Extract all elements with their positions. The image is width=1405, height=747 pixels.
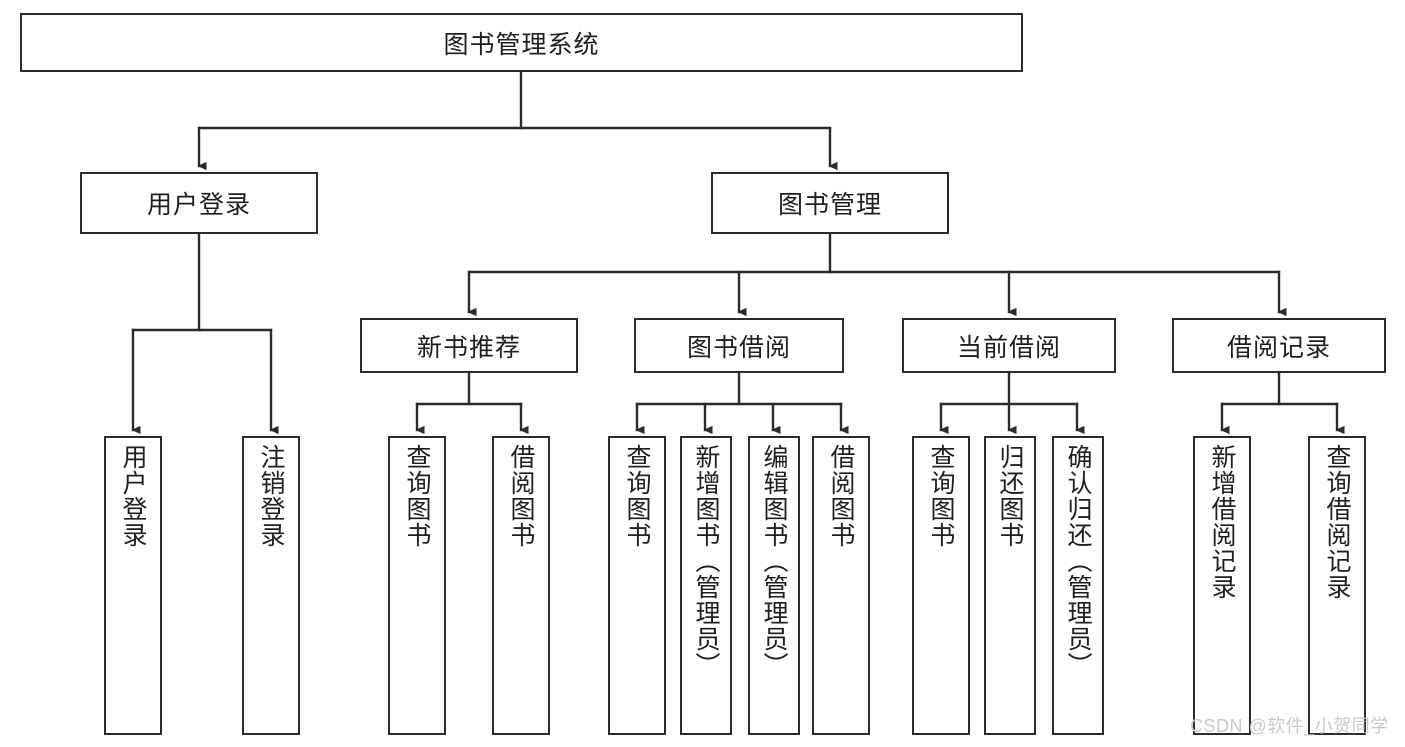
leaf-query-book-borrow-label: 查询图书 [623, 444, 651, 548]
leaf-borrow-book-borrow[interactable]: 借阅图书 [812, 436, 870, 735]
node-root-label: 图书管理系统 [443, 30, 600, 59]
leaf-borrow-book-recommend[interactable]: 借阅图书 [492, 436, 550, 735]
leaf-query-book-recommend[interactable]: 查询图书 [388, 436, 446, 735]
leaf-add-borrow-record[interactable]: 新增借阅记录 [1193, 436, 1251, 735]
node-book-management[interactable]: 图书管理 [711, 172, 949, 234]
leaf-user-login-label: 用户登录 [119, 444, 147, 548]
leaf-query-book-current[interactable]: 查询图书 [912, 436, 970, 735]
leaf-return-book-label: 归还图书 [996, 444, 1024, 548]
leaf-add-book-admin-label: 新增图书（管理员） [692, 444, 720, 678]
node-book-borrow-label: 图书借阅 [686, 333, 791, 362]
node-new-book-recommend[interactable]: 新书推荐 [360, 318, 578, 373]
leaf-borrow-book-borrow-label: 借阅图书 [827, 444, 855, 548]
leaf-query-book-borrow[interactable]: 查询图书 [608, 436, 666, 735]
leaf-borrow-book-recommend-label: 借阅图书 [507, 444, 535, 548]
node-root[interactable]: 图书管理系统 [20, 13, 1023, 72]
leaf-query-book-recommend-label: 查询图书 [403, 444, 431, 548]
csdn-watermark: CSDN @软件_小贺同学 [1190, 716, 1389, 736]
node-current-borrow-label: 当前借阅 [956, 333, 1061, 362]
leaf-return-book[interactable]: 归还图书 [984, 436, 1036, 735]
node-borrow-record[interactable]: 借阅记录 [1172, 318, 1386, 373]
leaf-logout[interactable]: 注销登录 [242, 436, 300, 735]
node-user-login[interactable]: 用户登录 [80, 172, 318, 234]
leaf-logout-label: 注销登录 [257, 444, 285, 548]
leaf-edit-book-admin-label: 编辑图书（管理员） [760, 444, 788, 678]
node-borrow-record-label: 借阅记录 [1226, 333, 1331, 362]
leaf-add-book-admin[interactable]: 新增图书（管理员） [680, 436, 732, 735]
leaf-user-login[interactable]: 用户登录 [104, 436, 162, 735]
leaf-query-borrow-record-label: 查询借阅记录 [1323, 444, 1351, 600]
leaf-query-borrow-record[interactable]: 查询借阅记录 [1308, 436, 1366, 735]
node-book-borrow[interactable]: 图书借阅 [634, 318, 844, 373]
leaf-add-borrow-record-label: 新增借阅记录 [1208, 444, 1236, 600]
node-user-login-label: 用户登录 [146, 191, 251, 219]
leaf-confirm-return-admin[interactable]: 确认归还（管理员） [1052, 436, 1104, 735]
leaf-confirm-return-admin-label: 确认归还（管理员） [1064, 444, 1092, 678]
node-current-borrow[interactable]: 当前借阅 [902, 318, 1116, 373]
leaf-query-book-current-label: 查询图书 [927, 444, 955, 548]
node-new-book-recommend-label: 新书推荐 [416, 333, 521, 362]
node-book-management-label: 图书管理 [777, 191, 882, 219]
leaf-edit-book-admin[interactable]: 编辑图书（管理员） [748, 436, 800, 735]
